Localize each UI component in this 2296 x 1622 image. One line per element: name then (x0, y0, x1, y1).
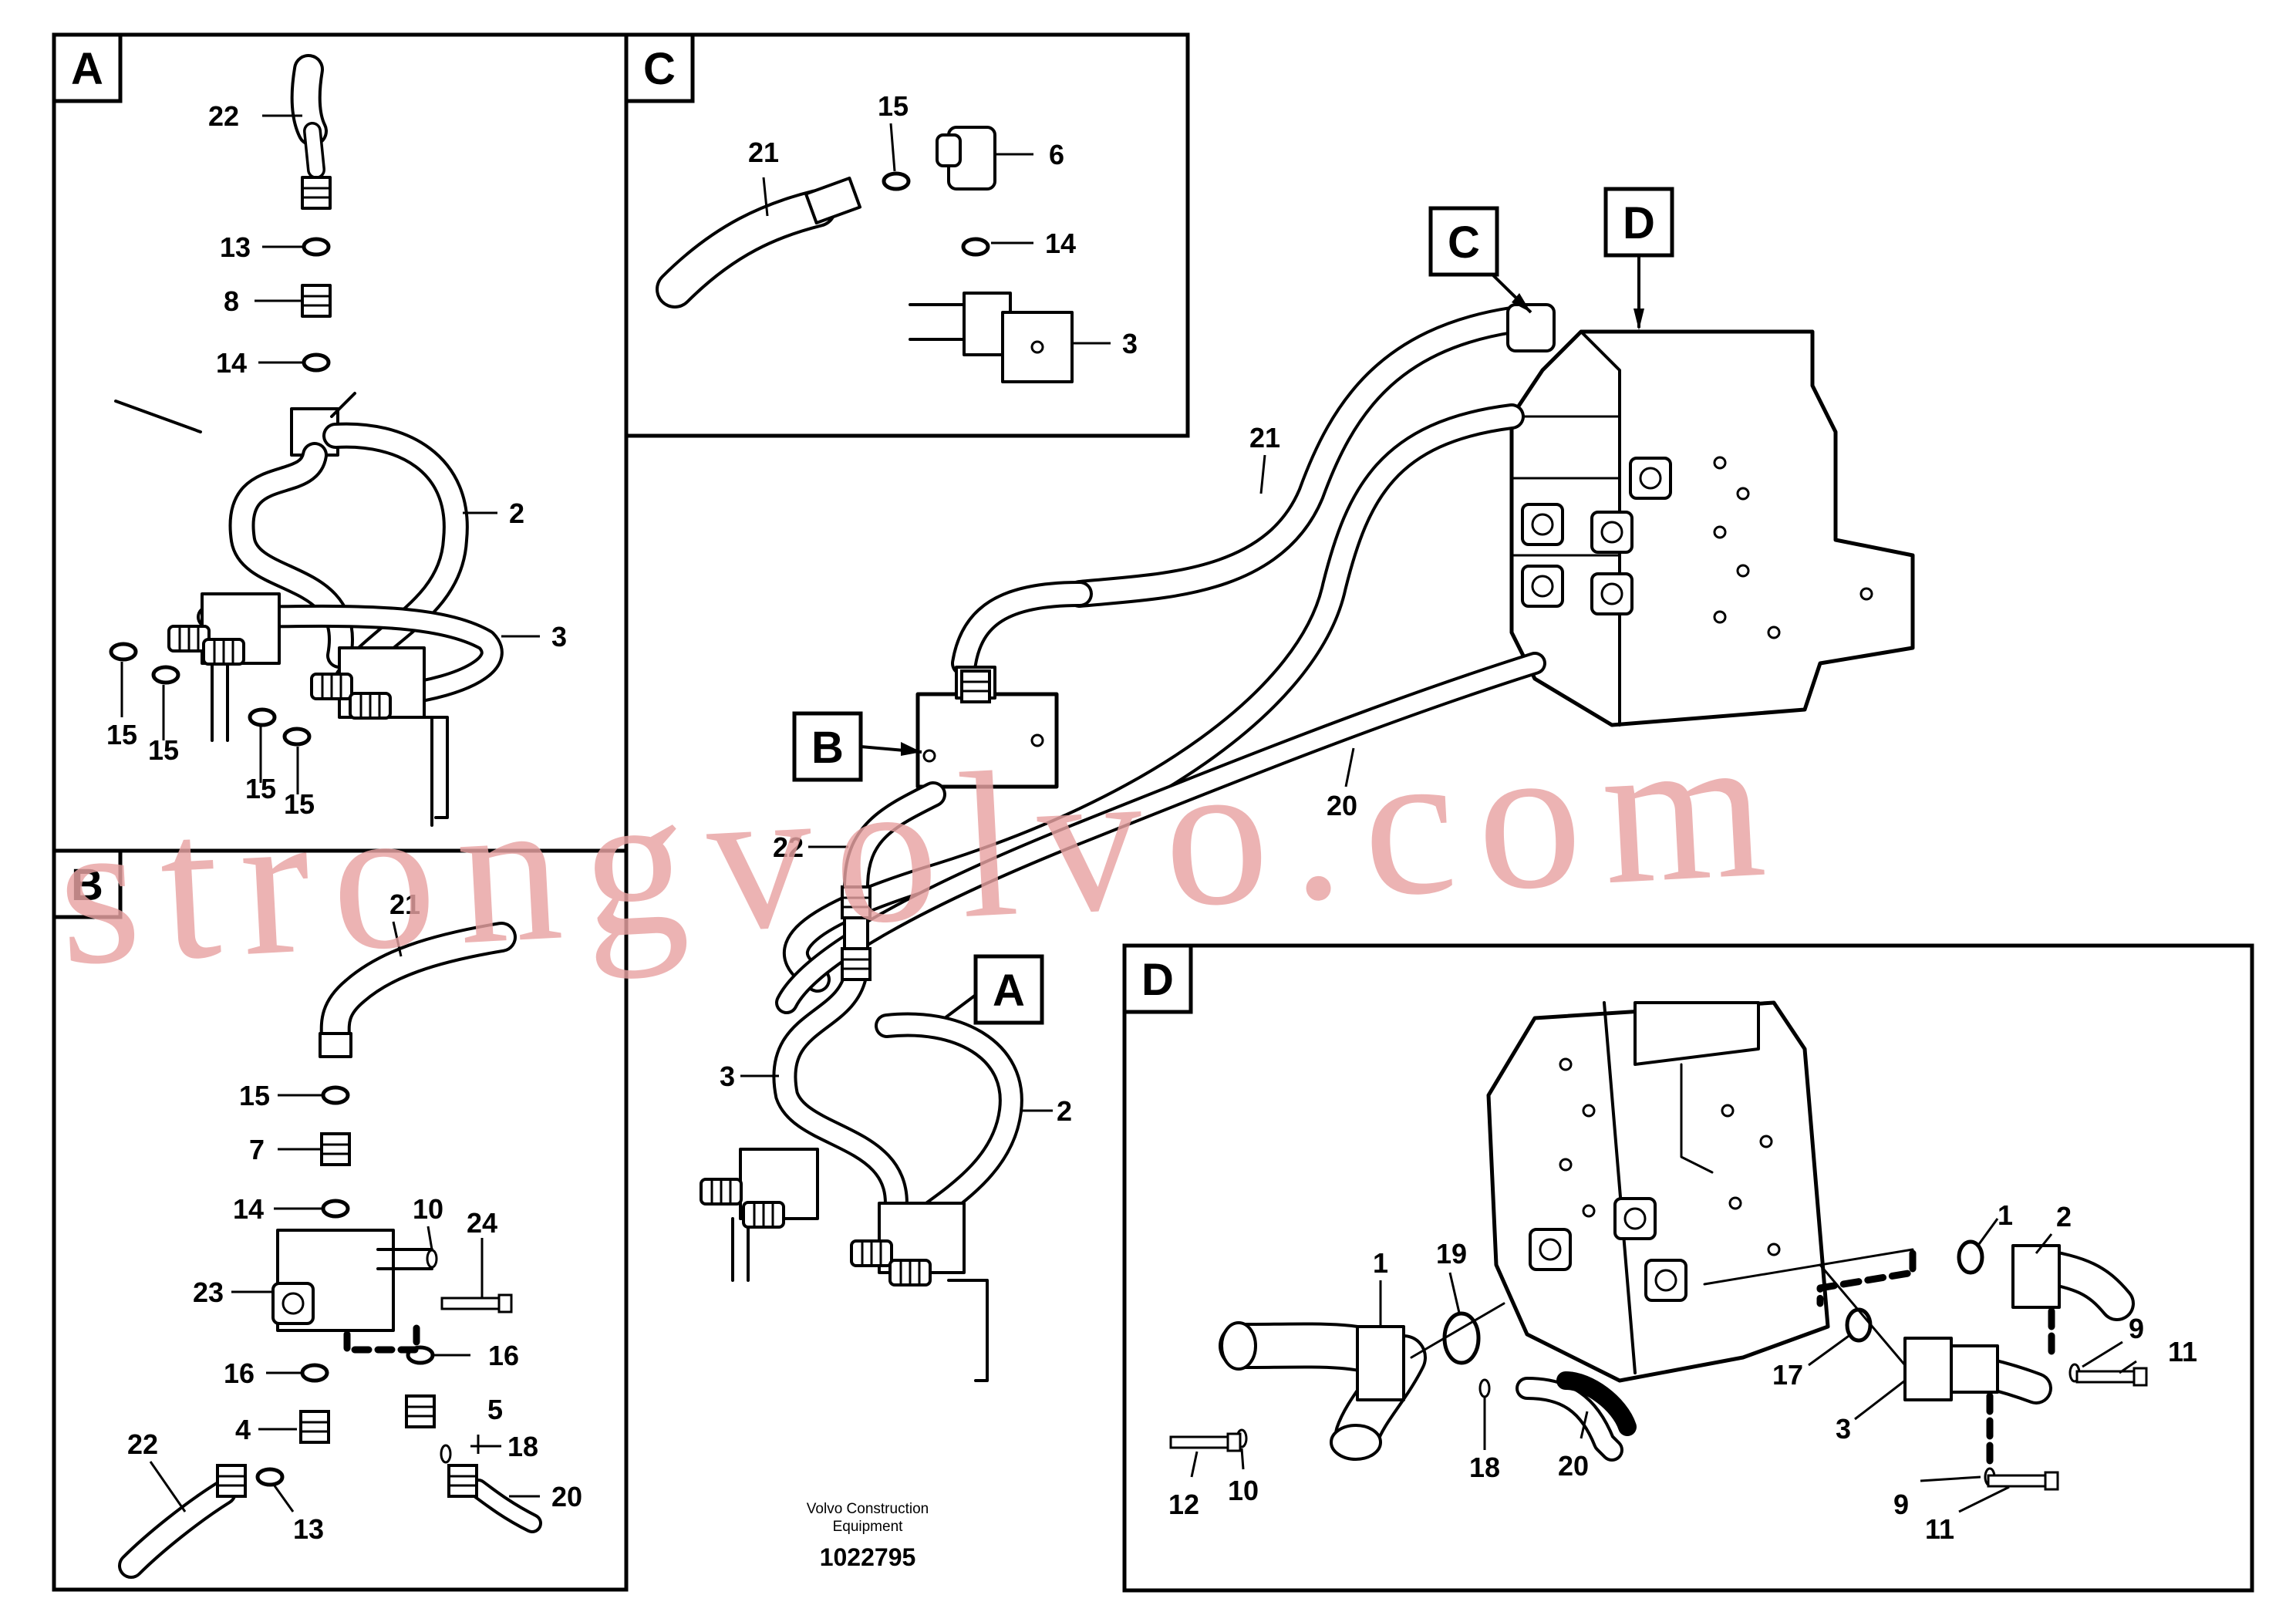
callout-10: 10 (413, 1193, 443, 1225)
callout-10: 10 (1228, 1475, 1259, 1506)
callout-15: 15 (148, 734, 179, 766)
callout-16: 16 (224, 1357, 255, 1389)
callout-13: 13 (293, 1513, 324, 1545)
callout-2: 2 (1057, 1095, 1072, 1127)
callout-3: 3 (1836, 1413, 1851, 1445)
callout-18: 18 (1469, 1452, 1500, 1483)
panel-c-label: C (624, 32, 695, 103)
callout-22: 22 (208, 100, 239, 132)
callout-14: 14 (233, 1193, 264, 1225)
callout-5: 5 (487, 1394, 503, 1425)
callout-8: 8 (224, 285, 239, 317)
callout-15: 15 (239, 1080, 270, 1111)
svg-text:D: D (1141, 955, 1174, 1005)
svg-text:C: C (643, 44, 676, 94)
callout-16: 16 (488, 1340, 519, 1371)
panel-a-callouts (120, 114, 540, 794)
callout-1: 1 (1998, 1199, 2013, 1231)
callout-6: 6 (1049, 139, 1064, 170)
callout-9: 9 (1893, 1489, 1909, 1520)
caption-company-line2: Equipment (833, 1519, 904, 1535)
callout-12: 12 (1168, 1489, 1199, 1520)
callout-22: 22 (127, 1428, 158, 1460)
callout-2: 2 (509, 497, 524, 529)
svg-text:B: B (811, 723, 844, 773)
panel-d-label: D (1122, 943, 1193, 1014)
panel-d-callouts (1190, 1218, 2137, 1513)
callout-21: 21 (389, 889, 420, 920)
callout-21: 21 (1249, 422, 1280, 454)
svg-text:D: D (1623, 198, 1655, 248)
callout-7: 7 (249, 1134, 265, 1165)
panel-b-callouts (149, 921, 540, 1512)
callout-24: 24 (467, 1207, 497, 1239)
callout-2: 2 (2056, 1201, 2072, 1233)
callout-20: 20 (1327, 790, 1357, 821)
main-callouts (740, 454, 1355, 1112)
panel-a-label: A (52, 32, 123, 103)
svg-text:B: B (71, 860, 103, 910)
main-tag-c: C (1428, 206, 1532, 314)
callout-20: 20 (1558, 1450, 1589, 1482)
callout-3: 3 (1122, 328, 1138, 359)
callout-15: 15 (284, 788, 315, 820)
main-tag-a: A (943, 954, 1044, 1025)
callout-11: 11 (2168, 1336, 2197, 1367)
watermark-text: strongvolvo.com (52, 688, 1792, 1009)
callout-18: 18 (507, 1431, 538, 1462)
callout-4: 4 (235, 1414, 251, 1445)
callout-22: 22 (773, 831, 804, 863)
callout-9: 9 (2129, 1313, 2144, 1344)
caption-part-number: 1022795 (820, 1543, 916, 1571)
callout-15: 15 (878, 90, 909, 122)
callout-23: 23 (193, 1276, 224, 1308)
panel-b-drawing (118, 922, 542, 1579)
callout-3: 3 (720, 1061, 735, 1092)
callout-14: 14 (1045, 228, 1076, 259)
callout-14: 14 (216, 347, 247, 379)
panel-d-drawing (1219, 1000, 2135, 1469)
svg-text:A: A (71, 44, 103, 94)
svg-text:A: A (993, 966, 1025, 1016)
panel-c-callouts (762, 123, 1111, 345)
callout-17: 17 (1772, 1359, 1803, 1391)
callout-1: 1 (1373, 1247, 1388, 1279)
callout-20: 20 (551, 1481, 582, 1512)
callout-15: 15 (106, 719, 137, 750)
callout-11: 11 (1925, 1513, 1954, 1545)
callout-19: 19 (1436, 1238, 1467, 1270)
caption-company: Volvo Construction (807, 1501, 929, 1517)
svg-text:C: C (1448, 218, 1480, 268)
callout-3: 3 (551, 621, 567, 653)
callout-21: 21 (748, 137, 779, 168)
panel-c-frame (624, 32, 1190, 438)
panel-b-label: B (52, 848, 123, 919)
panel-d-frame (1122, 943, 2254, 1593)
panel-b-frame (52, 848, 629, 1592)
main-tag-d: D (1603, 187, 1674, 330)
panel-c-drawing (656, 126, 1074, 383)
callout-15: 15 (245, 773, 276, 804)
main-tag-b: B (792, 711, 922, 782)
callout-13: 13 (220, 231, 251, 263)
panel-a-drawing (114, 54, 504, 827)
